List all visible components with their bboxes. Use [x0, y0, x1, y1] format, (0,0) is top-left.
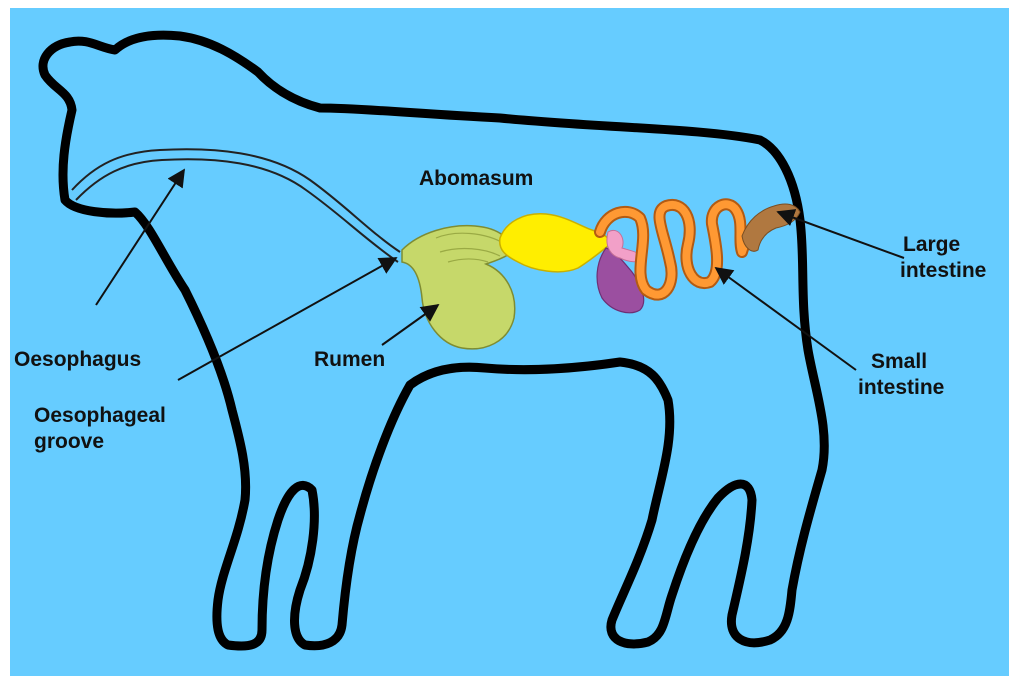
small-intestine-arrow-icon [716, 268, 856, 370]
rumen-arrow-icon [382, 305, 438, 345]
oesophagus-tube [72, 149, 400, 252]
oesophagus-arrow-icon [96, 170, 184, 305]
abomasum-organ [500, 214, 609, 272]
label-large-intestine-line1: Large [903, 232, 960, 258]
large-intestine-organ [742, 204, 800, 251]
label-small-intestine-line2: intestine [858, 375, 944, 401]
label-oesophagus: Oesophagus [14, 347, 141, 373]
label-oesophageal-groove-line1: Oesophageal [34, 403, 166, 429]
label-rumen: Rumen [314, 347, 385, 373]
label-large-intestine-line2: intestine [900, 258, 986, 284]
label-small-intestine-line1: Small [871, 349, 927, 375]
calf-outline-icon [43, 35, 824, 646]
label-oesophageal-groove-line2: groove [34, 429, 104, 455]
label-abomasum: Abomasum [419, 166, 533, 192]
rumen-organ [402, 226, 515, 349]
